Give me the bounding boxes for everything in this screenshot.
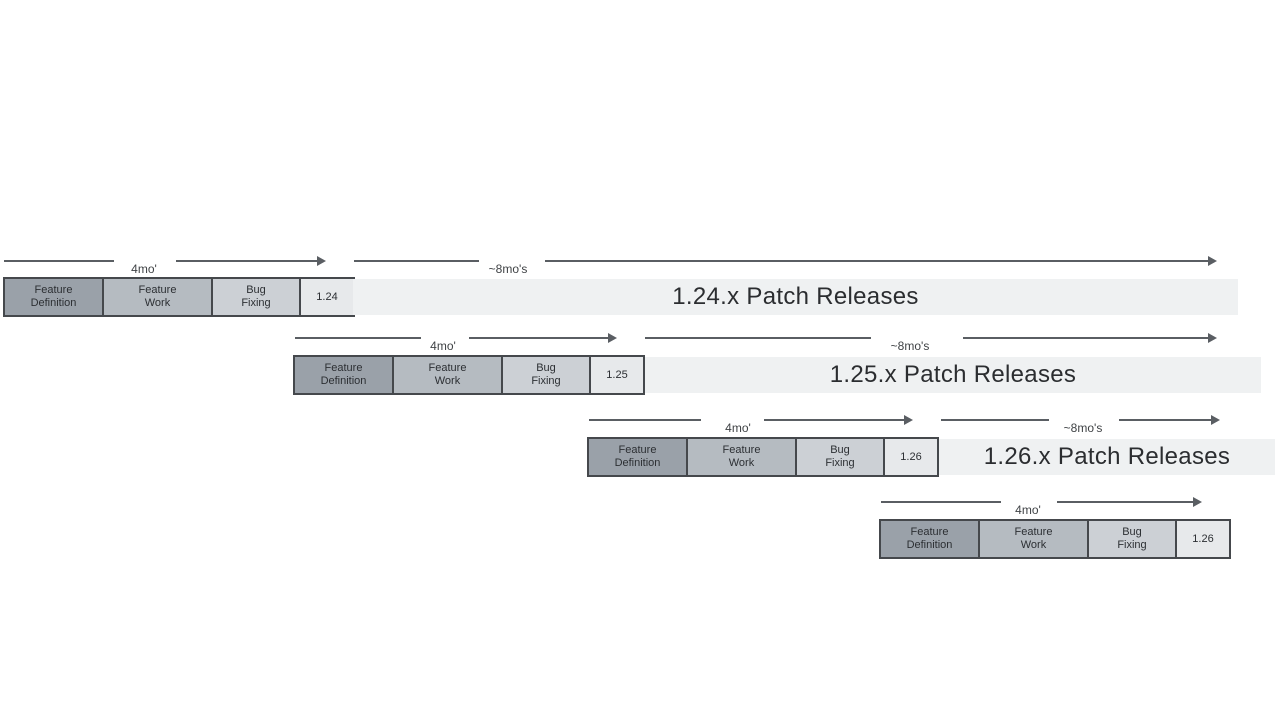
stage-feature-work: Feature Work	[102, 279, 211, 315]
arrow-line-with-head	[176, 256, 326, 266]
version-box: 1.26	[883, 439, 937, 475]
stage-bug-fixing: Bug Fixing	[795, 439, 883, 475]
duration-label-4mo: 4mo'	[131, 262, 157, 276]
arrow-line	[354, 260, 479, 262]
version-box: 1.26	[1175, 521, 1229, 557]
duration-label-4mo: 4mo'	[430, 339, 456, 353]
stage-feature-definition: Feature Definition	[5, 279, 102, 315]
stage-feature-definition: Feature Definition	[295, 357, 392, 393]
duration-label-8mo: ~8mo's	[890, 339, 930, 353]
arrow-line-with-head	[764, 415, 913, 425]
patch-releases-label: 1.26.x Patch Releases	[983, 443, 1231, 470]
patch-releases-label: 1.24.x Patch Releases	[672, 283, 919, 310]
duration-label-4mo: 4mo'	[1015, 503, 1041, 517]
arrow-line	[881, 501, 1001, 503]
arrow-line-with-head	[1119, 415, 1220, 425]
arrow-line	[4, 260, 114, 262]
arrow-line	[589, 419, 701, 421]
duration-label-8mo: ~8mo's	[1063, 421, 1103, 435]
patch-releases-bar: 1.24.x Patch Releases	[353, 279, 1238, 315]
arrow-line-with-head	[545, 256, 1217, 266]
arrow-line	[645, 337, 871, 339]
arrow-line-with-head	[963, 333, 1217, 343]
version-box: 1.25	[589, 357, 643, 393]
version-box: 1.24	[299, 279, 353, 315]
arrow-line	[295, 337, 421, 339]
arrow-line	[941, 419, 1049, 421]
stage-feature-work: Feature Work	[686, 439, 795, 475]
release-stages-block: Feature Definition Feature Work Bug Fixi…	[587, 437, 939, 477]
patch-releases-label: 1.25.x Patch Releases	[829, 361, 1077, 388]
stage-bug-fixing: Bug Fixing	[211, 279, 299, 315]
stage-feature-work: Feature Work	[978, 521, 1087, 557]
arrow-line-with-head	[469, 333, 617, 343]
patch-releases-bar: 1.25.x Patch Releases	[645, 357, 1261, 393]
release-stages-block: Feature Definition Feature Work Bug Fixi…	[879, 519, 1231, 559]
stage-bug-fixing: Bug Fixing	[1087, 521, 1175, 557]
duration-label-8mo: ~8mo's	[488, 262, 528, 276]
patch-releases-bar: 1.26.x Patch Releases	[939, 439, 1275, 475]
stage-bug-fixing: Bug Fixing	[501, 357, 589, 393]
stage-feature-work: Feature Work	[392, 357, 501, 393]
release-stages-block: Feature Definition Feature Work Bug Fixi…	[293, 355, 645, 395]
stage-feature-definition: Feature Definition	[881, 521, 978, 557]
arrow-line-with-head	[1057, 497, 1202, 507]
stage-feature-definition: Feature Definition	[589, 439, 686, 475]
release-stages-block: Feature Definition Feature Work Bug Fixi…	[3, 277, 355, 317]
duration-label-4mo: 4mo'	[725, 421, 751, 435]
